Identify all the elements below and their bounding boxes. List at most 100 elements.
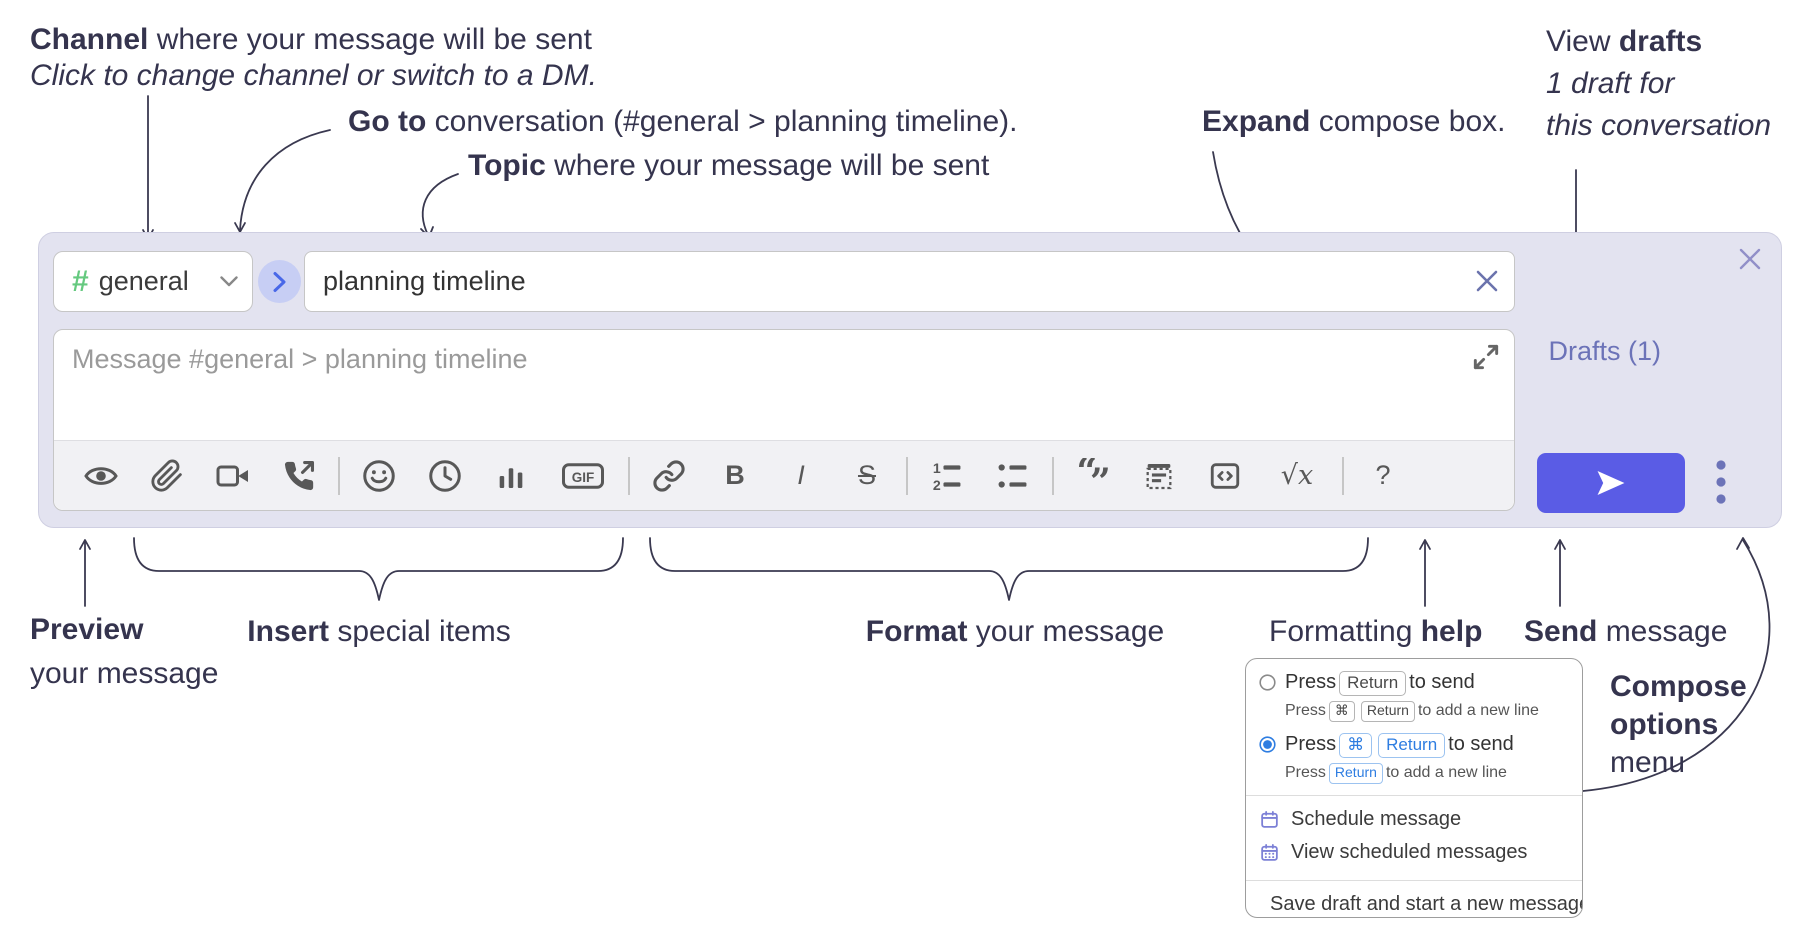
italic-button[interactable]: I <box>783 450 819 502</box>
channel-hash-icon: # <box>72 264 89 298</box>
schedule-message-item[interactable]: Schedule message <box>1246 803 1582 836</box>
bold-icon: B <box>725 460 745 490</box>
calendar-grid-icon <box>1261 843 1278 861</box>
vertical-ellipsis-icon <box>1716 459 1726 504</box>
radio-selected-icon <box>1259 736 1276 753</box>
question-mark-icon: ? <box>1375 460 1391 490</box>
topic-field <box>304 251 1515 312</box>
annotation-insert: Insert special items <box>247 615 511 648</box>
annotation-drafts-sub1: 1 draft for <box>1546 67 1675 100</box>
add-global-time-button[interactable] <box>427 450 463 502</box>
math-icon: √x <box>1280 460 1314 491</box>
channel-selector[interactable]: # general <box>53 251 253 312</box>
numbered-list-button[interactable]: 1 2 <box>929 450 965 502</box>
annotation-channel-sub: Click to change channel or switch to a D… <box>30 59 597 92</box>
return-key: Return <box>1360 701 1415 722</box>
cmd-key: ⌘ <box>1328 701 1355 722</box>
annotation-goto: Go to conversation (#general > planning … <box>348 105 1018 138</box>
annotation-formatting-help: Formatting help <box>1269 615 1483 648</box>
toolbar-divider <box>906 456 908 495</box>
spoiler-button[interactable] <box>1141 450 1177 502</box>
code-button[interactable] <box>1207 450 1243 502</box>
calendar-icon <box>1261 810 1278 828</box>
video-camera-icon <box>216 465 248 486</box>
emoji-button[interactable] <box>361 450 397 502</box>
quote-icon: “ ” <box>1077 458 1111 494</box>
gif-icon: GIF <box>562 462 604 489</box>
annotation-preview-sub: your message <box>30 657 219 690</box>
go-to-conversation-button[interactable] <box>258 260 301 303</box>
bulleted-list-button[interactable] <box>995 450 1031 502</box>
popup-divider <box>1246 794 1582 796</box>
close-icon <box>1739 248 1761 270</box>
annotation-view-drafts: View drafts <box>1546 25 1703 58</box>
annotation-topic: Topic where your message will be sent <box>468 149 990 182</box>
message-formatting-help-button[interactable]: ? <box>1365 450 1401 502</box>
chevron-right-icon <box>273 271 285 292</box>
numbered-list-icon: 1 2 <box>933 461 961 493</box>
code-icon <box>1210 462 1240 489</box>
annotation-compose-options: Compose options menu <box>1610 670 1747 779</box>
drafts-link[interactable]: Drafts (1) <box>1548 336 1661 366</box>
expand-compose-button[interactable] <box>1468 340 1504 376</box>
channel-name: general <box>98 266 189 296</box>
math-button[interactable]: √x <box>1273 450 1321 502</box>
smiley-icon <box>363 459 395 492</box>
link-button[interactable] <box>651 450 687 502</box>
preview-button[interactable] <box>83 450 119 502</box>
link-icon <box>653 459 685 492</box>
strikethrough-button[interactable]: S <box>849 450 885 502</box>
toolbar-divider <box>628 456 630 495</box>
compose-toolbar: GIF B I S <box>54 440 1514 510</box>
clock-icon <box>429 459 461 492</box>
send-icon <box>1597 470 1625 496</box>
attach-file-button[interactable] <box>149 450 185 502</box>
annotation-drafts-sub2: this conversation <box>1546 109 1772 142</box>
send-button[interactable] <box>1537 453 1685 513</box>
compose-box: # general <box>38 232 1782 528</box>
svg-text:“: “ <box>1077 458 1098 493</box>
annotation-expand: Expand compose box. <box>1202 105 1506 138</box>
compose-options-menu-button[interactable] <box>1707 455 1735 511</box>
return-key: Return <box>1339 671 1407 697</box>
toolbar-divider <box>1052 456 1054 495</box>
annotation-channel: Channel where your message will be sent <box>30 23 592 56</box>
chevron-down-icon <box>220 276 238 287</box>
cmd-key: ⌘ <box>1339 732 1373 758</box>
italic-icon: I <box>797 460 805 490</box>
svg-text:1: 1 <box>933 461 941 477</box>
topic-input[interactable] <box>304 251 1515 312</box>
bold-button[interactable]: B <box>717 450 753 502</box>
quote-button[interactable]: “ ” <box>1075 450 1111 502</box>
close-icon <box>1476 270 1498 292</box>
bulleted-list-icon <box>998 463 1027 488</box>
spoiler-icon <box>1146 463 1172 489</box>
add-gif-button[interactable]: GIF <box>559 450 607 502</box>
return-key: Return <box>1328 763 1383 784</box>
expand-diagonal-icon <box>1473 344 1499 369</box>
view-scheduled-messages-item[interactable]: View scheduled messages <box>1246 836 1582 869</box>
radio-unselected-icon <box>1259 674 1276 691</box>
annotation-format: Format your message <box>865 615 1165 648</box>
paperclip-icon <box>151 459 182 492</box>
bar-chart-icon <box>499 467 523 488</box>
annotation-send: Send message <box>1524 615 1728 648</box>
save-draft-new-message-item[interactable]: Save draft and start a new message <box>1246 888 1582 918</box>
annotation-preview: Preview <box>30 613 144 646</box>
clear-topic-button[interactable] <box>1471 266 1503 298</box>
close-compose-button[interactable] <box>1735 245 1765 275</box>
return-key: Return <box>1378 732 1446 758</box>
message-input[interactable] <box>54 330 1514 440</box>
add-poll-button[interactable] <box>493 450 529 502</box>
svg-text:”: ” <box>1090 461 1111 494</box>
svg-text:2: 2 <box>933 478 941 493</box>
add-voice-call-button[interactable] <box>281 450 317 502</box>
toolbar-divider <box>1342 456 1344 495</box>
add-video-call-button[interactable] <box>215 450 251 502</box>
svg-text:GIF: GIF <box>572 470 595 485</box>
toolbar-divider <box>338 456 340 495</box>
